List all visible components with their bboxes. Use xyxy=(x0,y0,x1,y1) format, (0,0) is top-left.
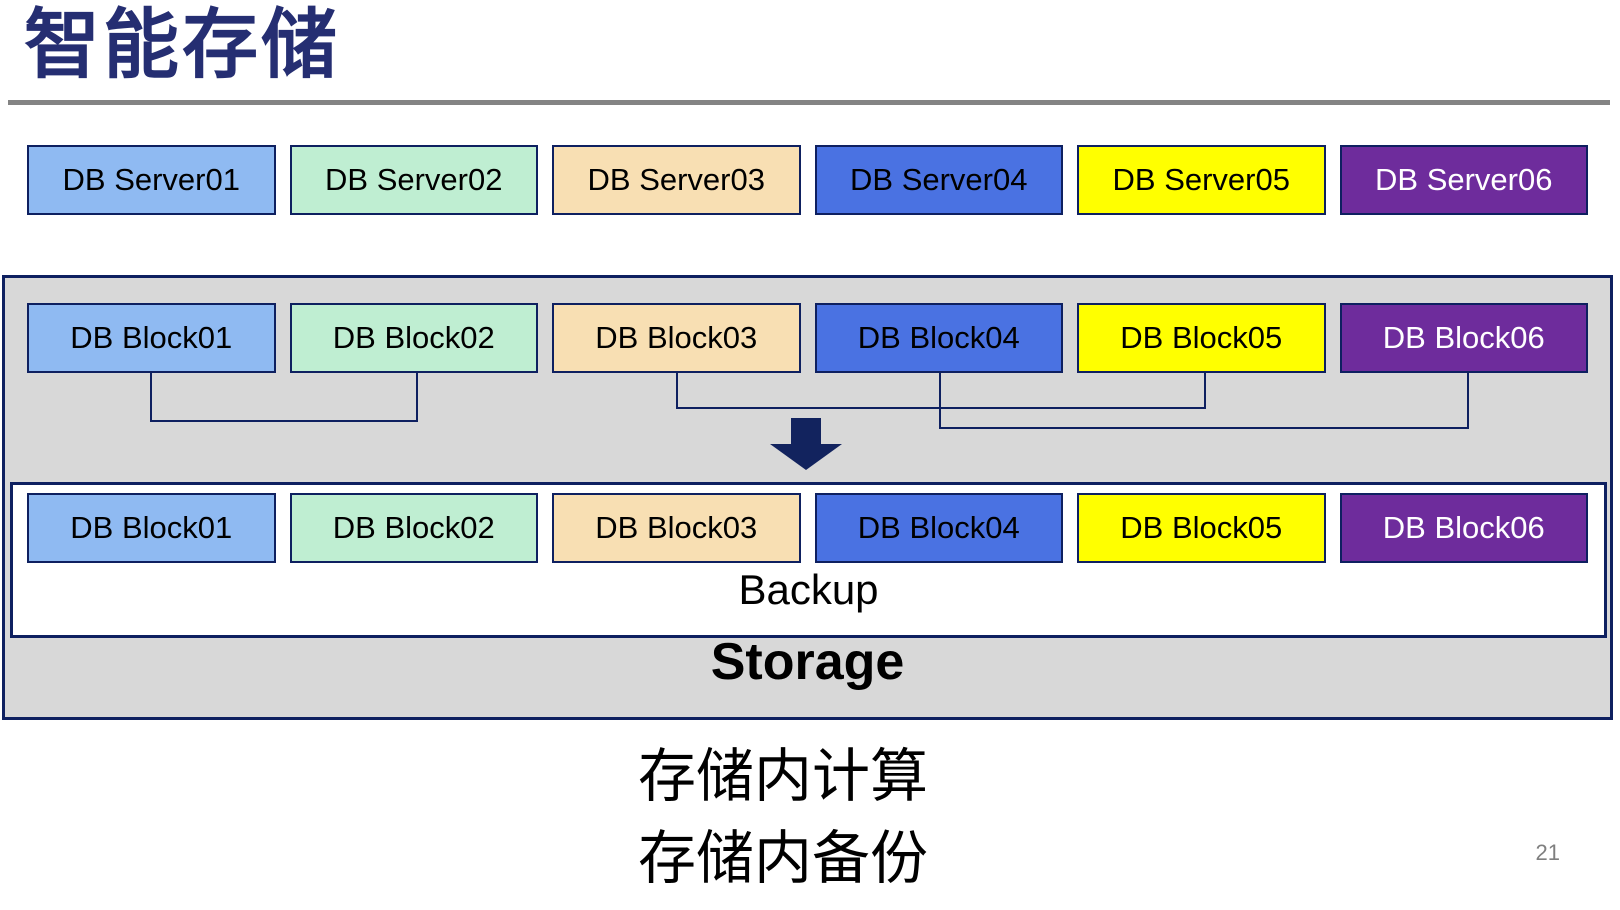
db-server-02: DB Server02 xyxy=(289,145,538,215)
db-block-02: DB Block02 xyxy=(289,303,538,373)
db-server-03: DB Server03 xyxy=(552,145,801,215)
caption-line-1: 存储内计算 xyxy=(638,744,929,809)
backup-db-block-02: DB Block02 xyxy=(289,493,538,563)
db-block-row-primary: DB Block01 DB Block02 DB Block03 DB Bloc… xyxy=(27,303,1588,373)
db-block-01: DB Block01 xyxy=(27,303,276,373)
db-server-05: DB Server05 xyxy=(1077,145,1326,215)
storage-label: Storage xyxy=(710,633,905,691)
backup-db-block-01: DB Block01 xyxy=(27,493,276,563)
db-server-row: DB Server01 DB Server02 DB Server03 DB S… xyxy=(27,145,1588,215)
backup-db-block-06: DB Block06 xyxy=(1339,493,1588,563)
backup-db-block-04: DB Block04 xyxy=(814,493,1063,563)
backup-db-block-05: DB Block05 xyxy=(1077,493,1326,563)
caption-line-2: 存储内备份 xyxy=(638,826,929,891)
connector-block01-block02 xyxy=(150,373,418,422)
connector-block04-block06 xyxy=(939,373,1469,429)
db-block-03: DB Block03 xyxy=(552,303,801,373)
connector-block03-block05 xyxy=(676,373,1206,409)
caption-text: 存储内计算 存储内备份 xyxy=(638,736,928,900)
title-underline xyxy=(8,100,1610,105)
slide-title: 智能存储 xyxy=(24,3,340,88)
backup-label: Backup xyxy=(738,566,879,613)
down-arrow-icon xyxy=(770,418,842,470)
page-number: 21 xyxy=(1535,840,1560,865)
db-server-01: DB Server01 xyxy=(27,145,276,215)
db-block-row-backup: DB Block01 DB Block02 DB Block03 DB Bloc… xyxy=(27,493,1588,563)
db-server-04: DB Server04 xyxy=(814,145,1063,215)
db-server-06: DB Server06 xyxy=(1339,145,1588,215)
db-block-04: DB Block04 xyxy=(814,303,1063,373)
backup-db-block-03: DB Block03 xyxy=(552,493,801,563)
db-block-06: DB Block06 xyxy=(1339,303,1588,373)
db-block-05: DB Block05 xyxy=(1077,303,1326,373)
